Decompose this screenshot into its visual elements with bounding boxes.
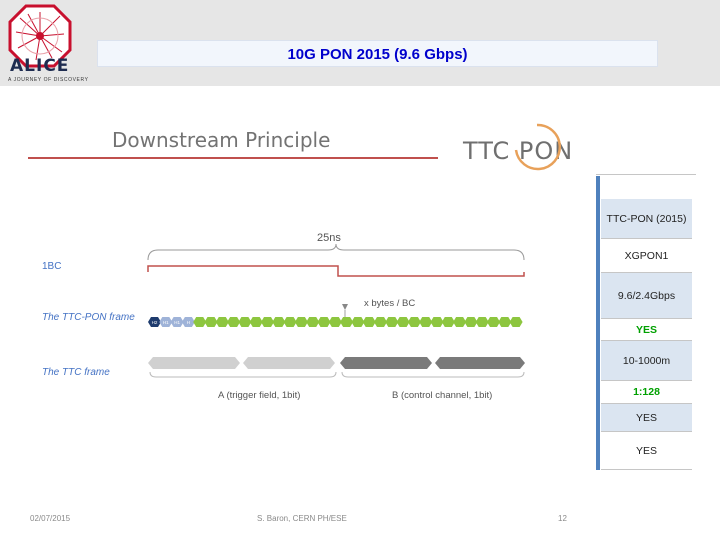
frame-payload-cell	[362, 317, 376, 327]
ttcpon-frame-cells: H2 H1 H1 H	[148, 317, 523, 327]
frame-payload-cell	[407, 317, 421, 327]
frame-payload-cell	[215, 317, 229, 327]
ttc-segment-b1	[340, 357, 432, 369]
logo-tagline: A JOURNEY OF DISCOVERY	[8, 77, 89, 83]
frame-payload-cell	[328, 317, 342, 327]
ttc-frame-label: The TTC frame	[42, 367, 110, 378]
table-row: TTC-PON (2015)	[601, 199, 692, 239]
table-row: 1:128	[601, 381, 692, 404]
frame-payload-cell	[453, 317, 467, 327]
ttcpon-frame-label: The TTC-PON frame	[42, 312, 135, 323]
table-row: YES	[601, 404, 692, 432]
comparison-table: TTC-PON (2015) XGPON1 9.6/2.4Gbps YES 10…	[596, 174, 696, 470]
field-a-brace	[149, 371, 337, 378]
frame-payload-cell	[509, 317, 523, 327]
frame-payload-cell	[351, 317, 365, 327]
frame-payload-cell	[272, 317, 286, 327]
field-b-brace	[341, 371, 525, 378]
frame-payload-cell	[419, 317, 433, 327]
title-box: 10G PON 2015 (9.6 Gbps)	[97, 40, 658, 67]
frame-payload-cell	[430, 317, 444, 327]
frame-payload-cell	[374, 317, 387, 327]
table-row: YES	[601, 432, 692, 470]
frame-payload-cell	[396, 317, 410, 327]
frame-payload-cell	[306, 317, 320, 327]
field-a-label: A (trigger field, 1bit)	[218, 390, 301, 401]
footer-page-number: 12	[558, 514, 567, 523]
frame-payload-cell	[475, 317, 489, 327]
frame-header-cell-label: H2	[152, 320, 158, 325]
bc-clock-waveform	[147, 265, 525, 277]
frame-payload-cell	[204, 317, 218, 327]
page-title: 10G PON 2015 (9.6 Gbps)	[287, 46, 468, 63]
frame-payload-cell	[227, 317, 241, 327]
table-top-border	[596, 174, 696, 175]
frame-header-cell	[148, 317, 161, 327]
ttc-segment-a2	[243, 357, 335, 369]
alice-logo-icon	[8, 4, 72, 68]
frame-payload-cell	[261, 317, 274, 327]
frame-payload-cell	[498, 317, 512, 327]
diagram-graphics: H2 H1 H1 H	[147, 243, 525, 378]
bc-label: 1BC	[42, 261, 62, 272]
frame-header-cell	[159, 317, 173, 327]
frame-payload-cell	[238, 317, 252, 327]
downstream-diagram: 25ns 1BC The TTC-PON frame x bytes / BC …	[0, 220, 600, 410]
frame-payload-cell	[340, 317, 354, 327]
table-left-border	[596, 176, 600, 470]
heading-underline	[28, 157, 438, 159]
frame-payload-cell	[317, 317, 331, 327]
period-brace	[147, 243, 525, 261]
frame-payload-cell	[487, 317, 500, 327]
footer-date: 02/07/2015	[30, 514, 71, 523]
frame-header-cell-label: H1	[163, 320, 169, 325]
frame-payload-cell	[294, 317, 308, 327]
field-b-label: B (control channel, 1bit)	[392, 390, 493, 401]
ttc-segment-a1	[148, 357, 240, 369]
frame-payload-cell	[283, 317, 297, 327]
frame-payload-cell	[464, 317, 478, 327]
frame-header-cell-label: H	[187, 320, 190, 325]
period-label: 25ns	[317, 232, 341, 244]
ttc-pon-ring-icon	[514, 123, 562, 171]
frame-payload-cell	[441, 317, 455, 327]
frame-header-cell-label: H1	[174, 320, 180, 325]
slide-heading: Downstream Principle	[112, 128, 331, 152]
frame-payload-cell	[385, 317, 399, 327]
frame-payload-cell	[249, 317, 263, 327]
table-row: YES	[601, 319, 692, 341]
ttc-segment-b2	[435, 357, 525, 369]
bytes-pointer	[342, 304, 348, 310]
table-row: 10-1000m	[601, 341, 692, 381]
header-bar: ALICE A JOURNEY OF DISCOVERY 10G PON 201…	[0, 0, 720, 86]
frame-header-cell	[170, 317, 184, 327]
table-row: 9.6/2.4Gbps	[601, 273, 692, 319]
logo-wordmark: ALICE	[10, 56, 70, 76]
bytes-per-bc-label: x bytes / BC	[364, 298, 416, 309]
frame-payload-cell	[193, 317, 207, 327]
frame-header-cell	[181, 317, 195, 327]
table-row: XGPON1	[601, 239, 692, 273]
footer-author: S. Baron, CERN PH/ESE	[257, 514, 347, 523]
